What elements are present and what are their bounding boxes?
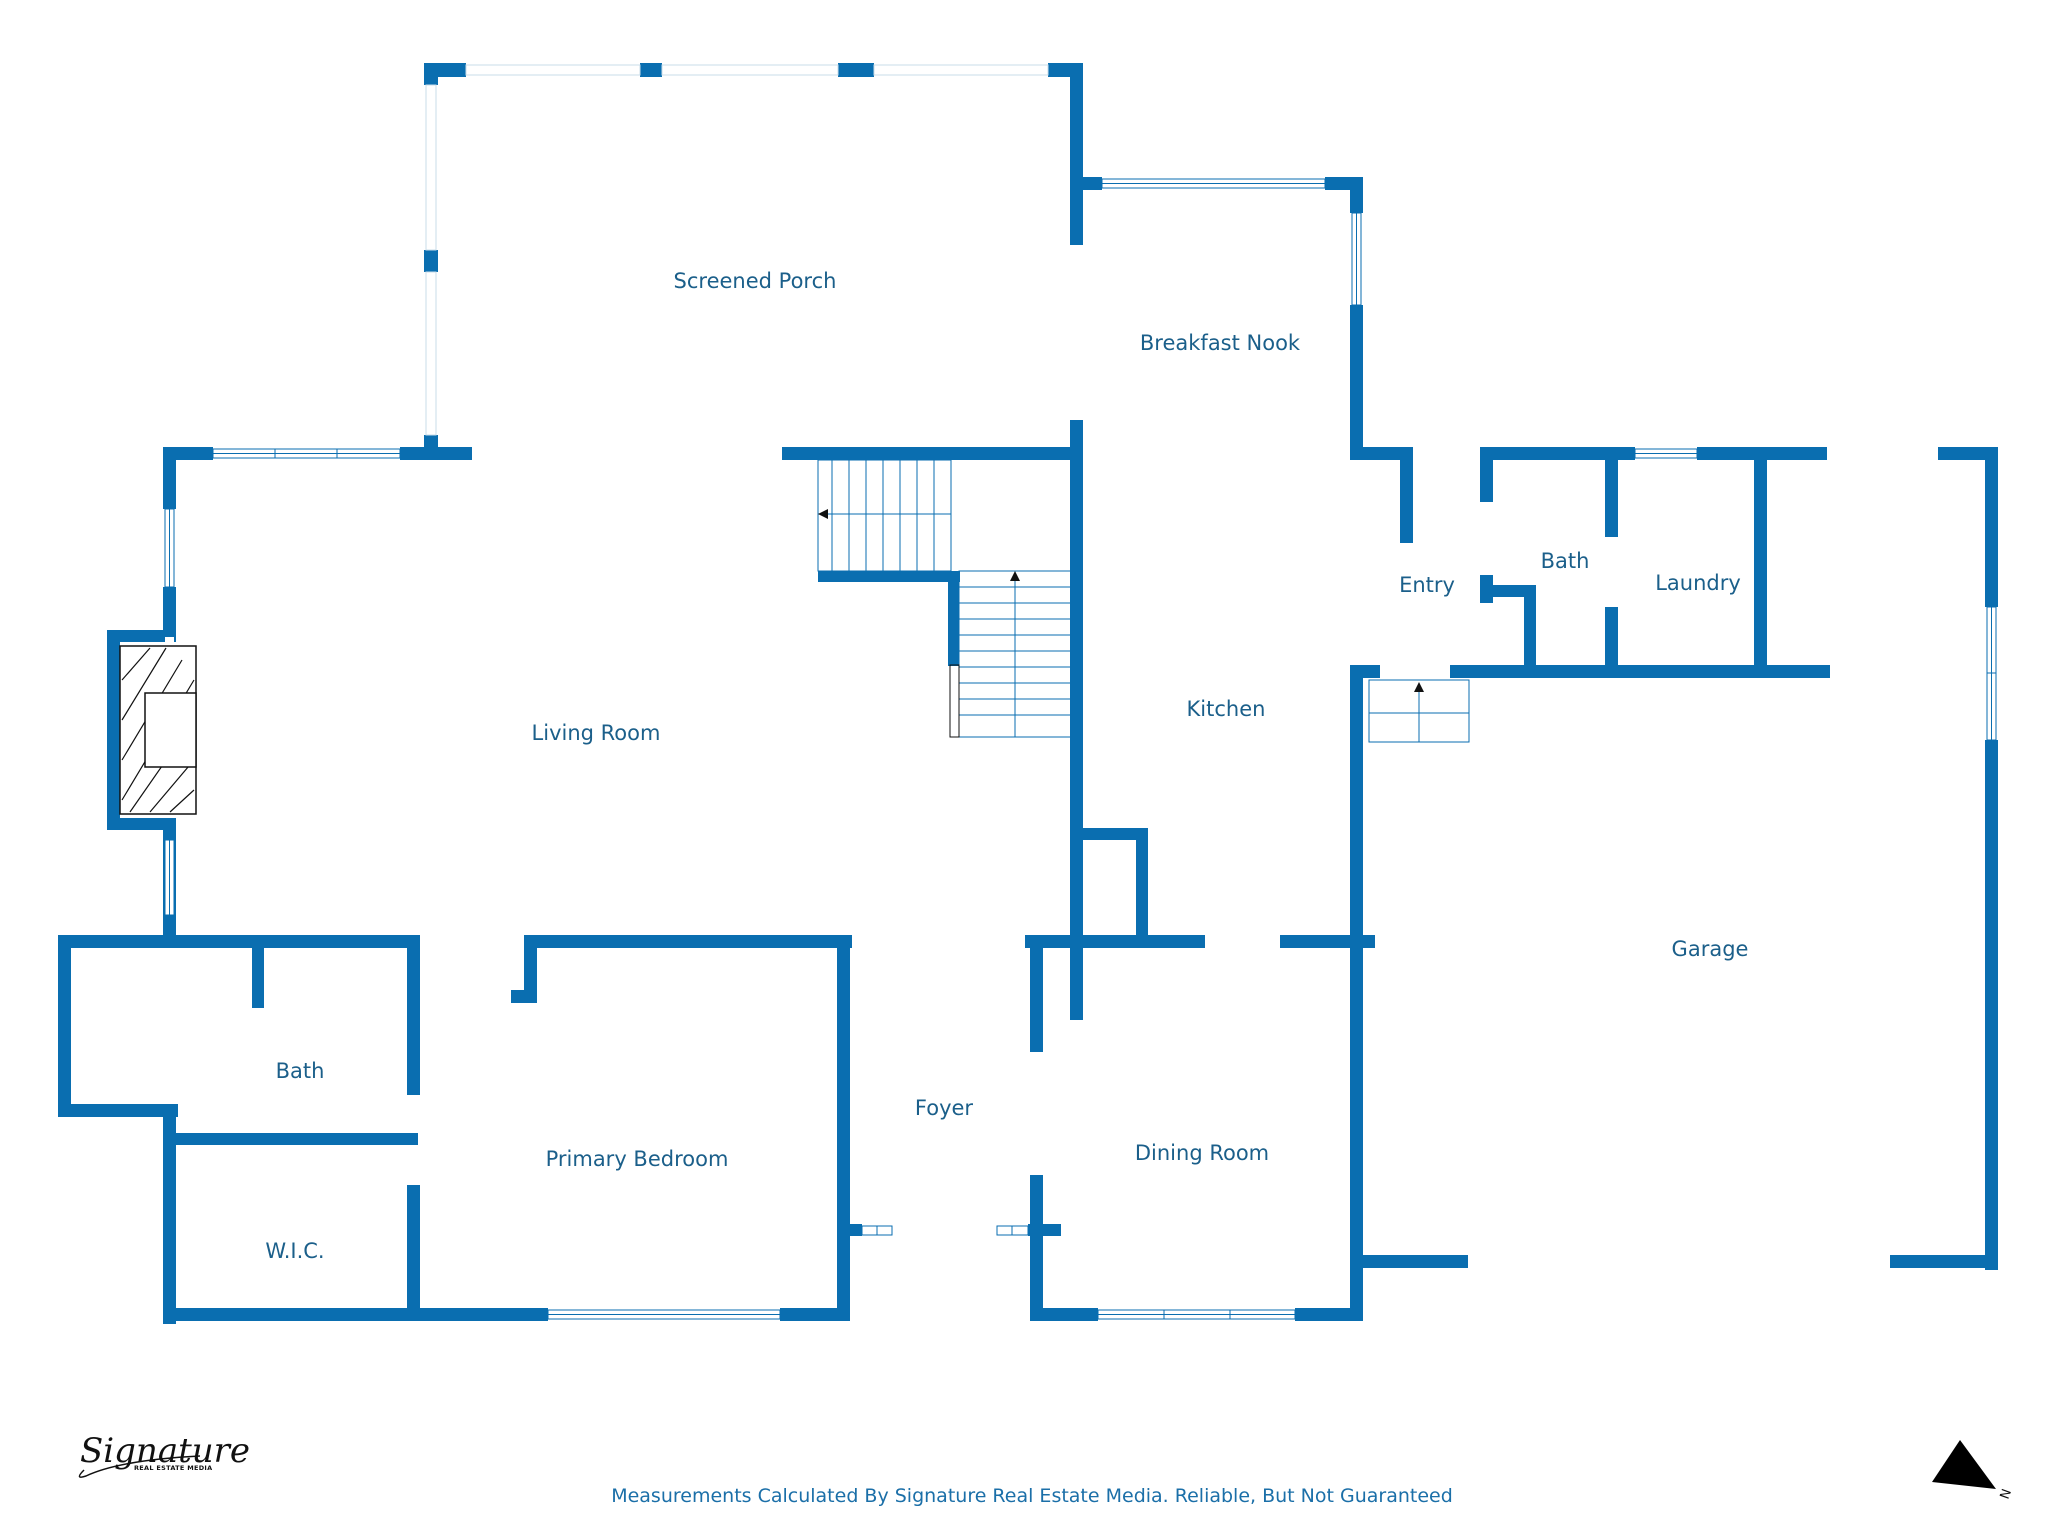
walls [58,63,1998,1324]
room-label-bath-primary: Bath [276,1059,325,1083]
room-label-screened-porch: Screened Porch [674,269,837,293]
room-label-dining-room: Dining Room [1135,1141,1269,1165]
room-label-entry: Entry [1399,573,1455,597]
fireplace [119,645,197,815]
room-label-laundry: Laundry [1655,571,1741,595]
compass-letter: N [1998,1487,2015,1501]
staircase [817,459,1470,743]
logo-script-text: Signature [80,1431,250,1471]
room-label-garage: Garage [1672,937,1749,961]
room-label-bath-upper: Bath [1541,549,1590,573]
room-label-living-room: Living Room [532,721,661,745]
windows-and-openings [164,64,1997,1320]
room-label-breakfast-nook: Breakfast Nook [1140,331,1301,355]
room-label-wic: W.I.C. [265,1239,324,1263]
room-label-primary-bedroom: Primary Bedroom [546,1147,729,1171]
north-arrow-icon: N [1932,1440,2015,1501]
room-labels: Screened Porch Breakfast Nook Living Roo… [265,269,1748,1263]
footer-disclaimer: Measurements Calculated By Signature Rea… [611,1485,1453,1507]
signature-logo: Signature REAL ESTATE MEDIA [78,1431,250,1478]
logo-subtitle-text: REAL ESTATE MEDIA [134,1464,212,1472]
room-label-kitchen: Kitchen [1187,697,1266,721]
room-label-foyer: Foyer [915,1096,974,1120]
